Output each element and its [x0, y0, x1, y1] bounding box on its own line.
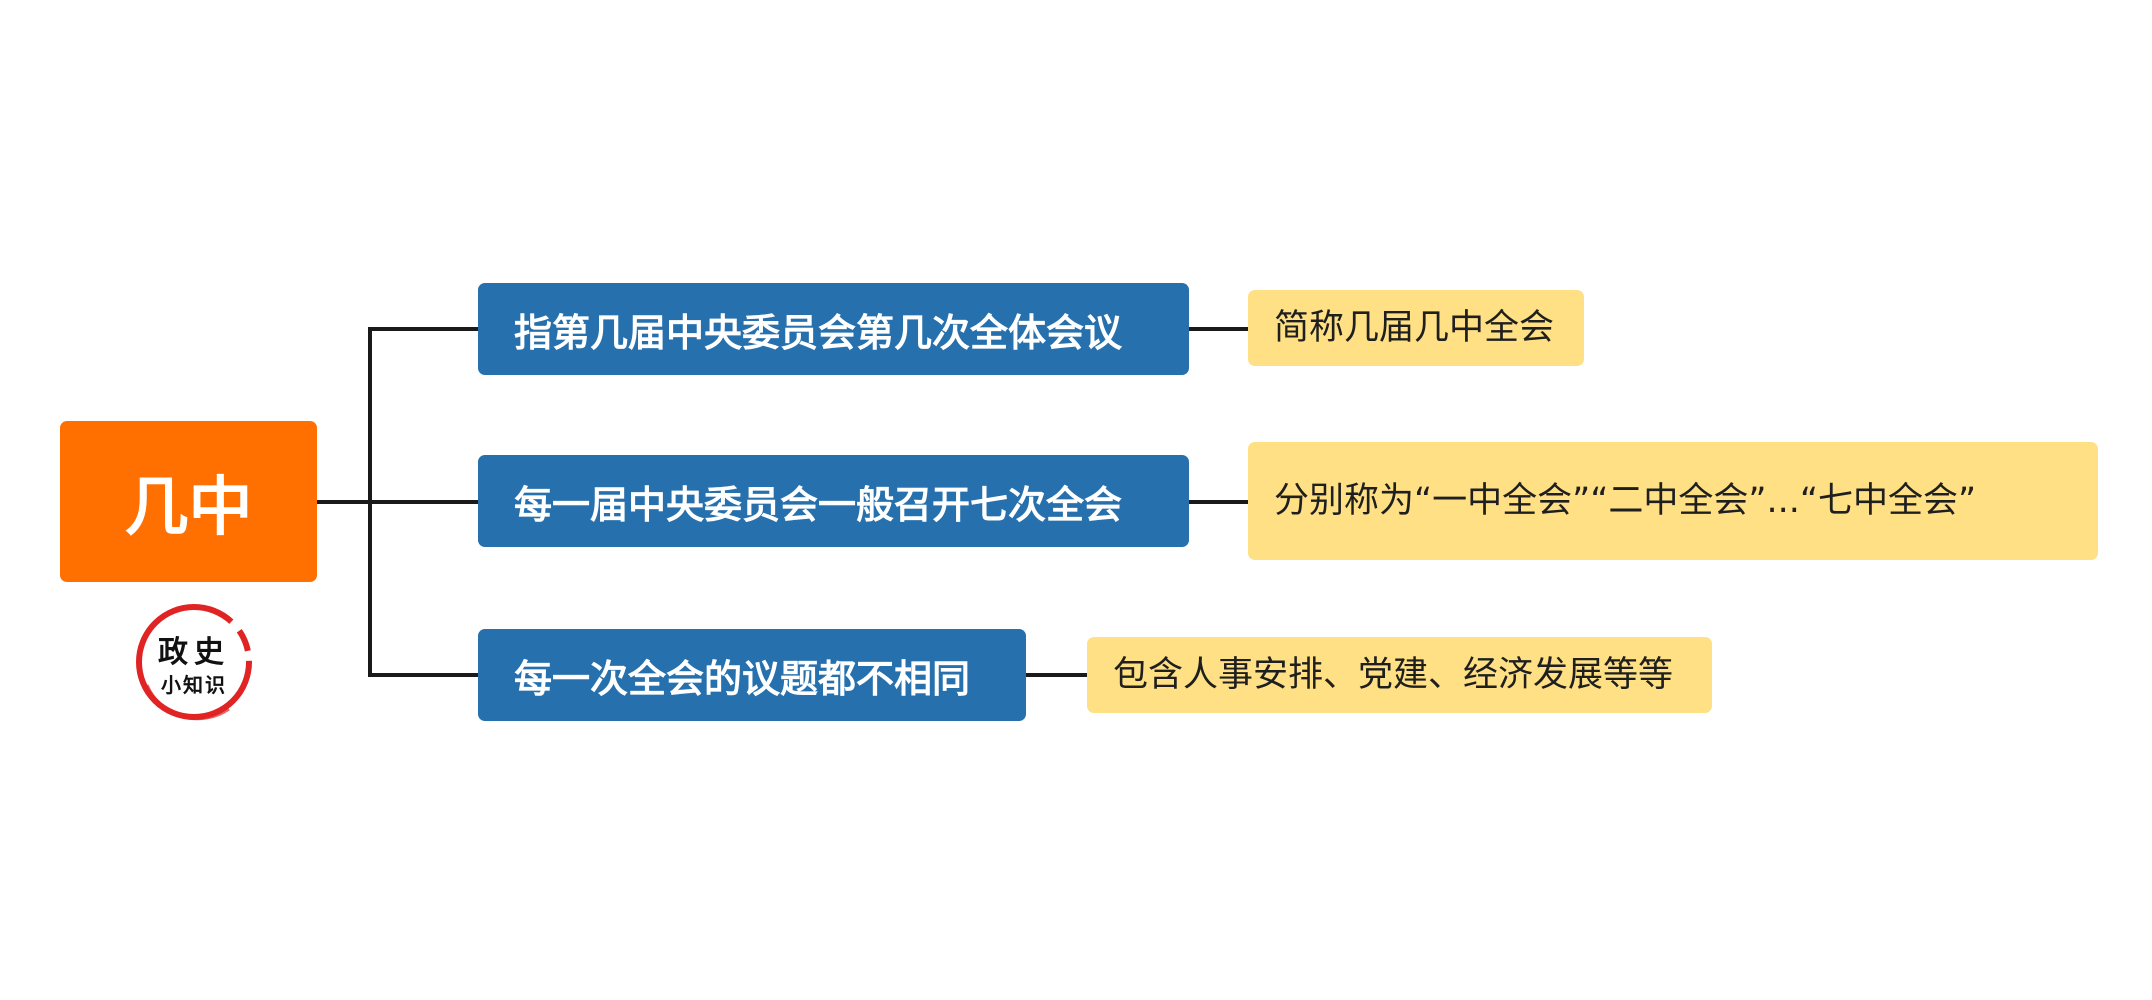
branch-node-1[interactable]: 指第几届中央委员会第几次全体会议 — [478, 283, 1189, 375]
seal-logo: 政史 小知识 — [133, 601, 255, 723]
seal-text-top: 政史 — [158, 635, 230, 670]
leaf-node-1[interactable]: 简称几届几中全会 — [1248, 290, 1584, 366]
branch-node-2[interactable]: 每一届中央委员会一般召开七次全会 — [478, 455, 1189, 547]
seal-text-bottom: 小知识 — [161, 673, 227, 697]
leaf-node-3[interactable]: 包含人事安排、党建、经济发展等等 — [1087, 637, 1712, 713]
branch-node-3[interactable]: 每一次全会的议题都不相同 — [478, 629, 1026, 721]
root-node[interactable]: 几中 — [60, 421, 317, 582]
seal-ring-icon — [136, 604, 252, 721]
leaf-node-2[interactable]: 分别称为“一中全会”“二中全会”...“七中全会” — [1248, 442, 2098, 560]
